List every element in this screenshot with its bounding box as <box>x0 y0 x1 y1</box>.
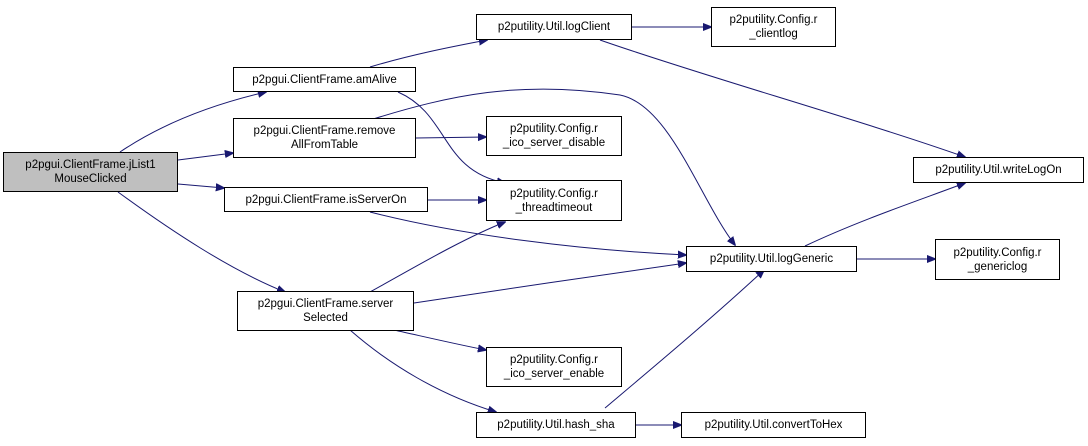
edge-isserveron-to-loggeneric <box>369 211 686 255</box>
edge-amalive-to-logclient <box>369 40 487 68</box>
node-label: MouseClicked <box>54 173 127 185</box>
node-label: _clientlog <box>749 28 798 40</box>
node-config-r-clientlog[interactable]: p2putility.Config.r _clientlog <box>711 7 836 47</box>
node-label: p2putility.Config.r <box>510 123 598 135</box>
node-label: _ico_server_disable <box>502 137 606 149</box>
edge-hashsha-to-loggeneric <box>604 270 764 409</box>
node-label: p2putility.Config.r <box>729 14 818 26</box>
node-label: p2pgui.ClientFrame.isServerOn <box>245 193 407 206</box>
node-clientframe-isserveron[interactable]: p2pgui.ClientFrame.isServerOn <box>224 187 428 212</box>
node-config-r-ico-server-enable[interactable]: p2putility.Config.r _ico_server_enable <box>486 347 622 387</box>
edge-jlist1-to-serverselected <box>117 191 285 292</box>
node-util-logclient[interactable]: p2putility.Util.logClient <box>476 14 632 40</box>
node-label: p2putility.Util.logClient <box>497 21 611 33</box>
node-label: _threadtimeout <box>515 201 593 214</box>
node-label: p2putility.Config.r <box>510 187 598 200</box>
edge-serverselected-to-hashsha <box>349 329 496 412</box>
node-label: Selected <box>303 312 348 324</box>
node-jlist1-mouseclicked: p2pgui.ClientFrame.jList1 MouseClicked <box>3 152 178 192</box>
node-util-converttohex[interactable]: p2putility.Util.convertToHex <box>681 412 866 438</box>
node-label: p2pgui.ClientFrame.server <box>257 298 394 310</box>
node-util-writelogon[interactable]: p2putility.Util.writeLogOn <box>913 157 1084 183</box>
edge-jlist1-to-removeall <box>177 153 233 161</box>
node-label: p2putility.Util.writeLogOn <box>935 164 1062 176</box>
node-config-r-threadtimeout[interactable]: p2putility.Config.r _threadtimeout <box>486 180 622 221</box>
node-label: p2putility.Util.convertToHex <box>704 419 843 431</box>
edge-logclient-to-writelogon <box>599 39 965 157</box>
node-label: p2putility.Config.r <box>953 246 1042 259</box>
edge-jlist1-to-amalive <box>119 92 266 153</box>
node-label: _genericlog <box>967 260 1028 273</box>
node-label: p2putility.Util.logGeneric <box>709 253 834 265</box>
edge-jlist1-to-isserveron <box>177 184 224 188</box>
node-util-loggeneric[interactable]: p2putility.Util.logGeneric <box>686 246 857 272</box>
node-label: p2pgui.ClientFrame.remove <box>253 125 396 137</box>
node-clientframe-amalive[interactable]: p2pgui.ClientFrame.amAlive <box>233 67 416 92</box>
node-clientframe-serverselected[interactable]: p2pgui.ClientFrame.server Selected <box>237 291 414 331</box>
node-config-r-genericlog[interactable]: p2putility.Config.r _genericlog <box>935 239 1060 280</box>
node-clientframe-removeallfromtable[interactable]: p2pgui.ClientFrame.remove AllFromTable <box>233 118 416 158</box>
edge-removeall-to-icodisable <box>415 137 486 138</box>
node-label: p2pgui.ClientFrame.jList1 <box>25 159 156 171</box>
node-label: AllFromTable <box>290 139 359 151</box>
node-util-hash-sha[interactable]: p2putility.Util.hash_sha <box>476 412 636 438</box>
edge-serverselected-to-threadtimeout <box>369 222 505 293</box>
node-config-r-ico-server-disable[interactable]: p2putility.Config.r _ico_server_disable <box>486 116 622 156</box>
edge-serverselected-to-icoenable <box>393 329 486 350</box>
edge-serverselected-to-loggeneric <box>413 263 686 304</box>
edge-amalive-to-threadtimeout <box>397 91 505 183</box>
node-label: p2putility.Config.r <box>510 354 598 366</box>
edge-loggeneric-to-writelogon <box>804 183 965 247</box>
node-label: p2putility.Util.hash_sha <box>497 419 615 431</box>
node-label: p2pgui.ClientFrame.amAlive <box>252 73 397 86</box>
node-label: _ico_server_enable <box>503 368 605 380</box>
edge-removeall-to-loggeneric <box>369 88 735 245</box>
